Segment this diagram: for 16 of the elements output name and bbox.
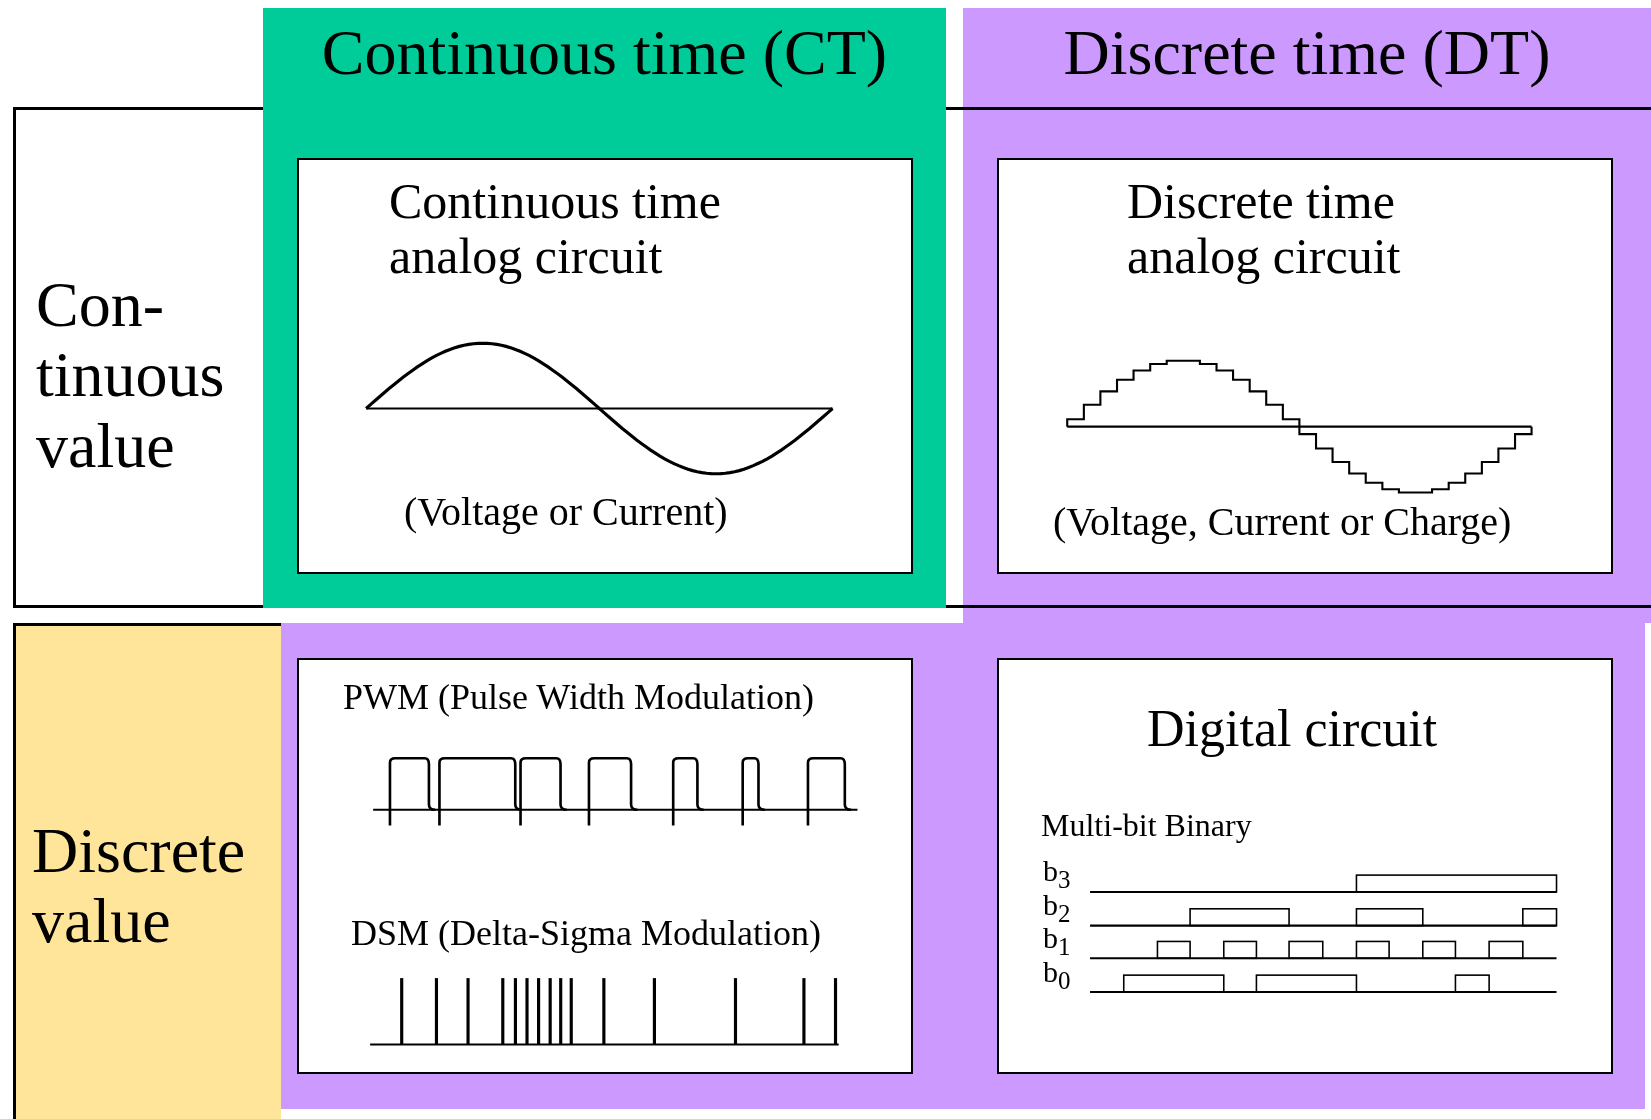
panel-caption: (Voltage or Current) xyxy=(404,490,728,534)
column-heading: Discrete time (DT) xyxy=(1062,18,1552,89)
panel-title: DSM (Delta-Sigma Modulation) xyxy=(351,914,821,954)
panel-caption: (Voltage, Current or Charge) xyxy=(1053,500,1512,544)
row-band xyxy=(13,623,281,1119)
column-heading: Continuous time (CT) xyxy=(320,18,889,89)
row-heading: Con- tinuous value xyxy=(36,270,226,482)
panel-title: PWM (Pulse Width Modulation) xyxy=(343,678,814,718)
row-heading: Discrete value xyxy=(32,816,247,957)
panel-caption: Multi-bit Binary xyxy=(1041,808,1252,844)
panel-title: Discrete time analog circuit xyxy=(1127,174,1402,284)
row-band xyxy=(13,107,263,608)
circuit-panel xyxy=(297,658,913,1074)
panel-title: Digital circuit xyxy=(1147,700,1438,758)
panel-title: Continuous time analog circuit xyxy=(389,174,722,284)
circuit-panel xyxy=(997,658,1613,1074)
